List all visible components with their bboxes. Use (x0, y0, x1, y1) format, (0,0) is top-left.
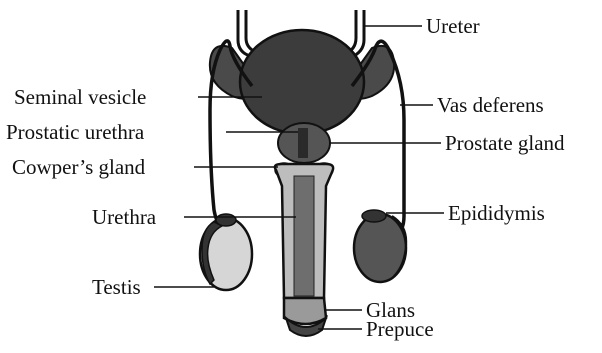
label-seminal-vesicle: Seminal vesicle (14, 85, 146, 109)
penile-urethra (294, 176, 314, 296)
label-ureter: Ureter (426, 14, 480, 38)
left-testis-group (200, 214, 252, 290)
glans (284, 298, 326, 324)
urinary-bladder (240, 30, 364, 134)
label-urethra: Urethra (92, 205, 157, 229)
label-testis: Testis (92, 275, 141, 299)
label-vas-deferens: Vas deferens (437, 93, 544, 117)
label-cowpers-gland: Cowper’s gland (12, 155, 146, 179)
label-prostatic-urethra: Prostatic urethra (6, 120, 145, 144)
label-prepuce: Prepuce (366, 317, 434, 341)
prostatic-urethra (298, 128, 308, 158)
right-testis-group (354, 210, 406, 282)
label-prostate-gland: Prostate gland (445, 131, 565, 155)
label-epididymis: Epididymis (448, 201, 545, 225)
